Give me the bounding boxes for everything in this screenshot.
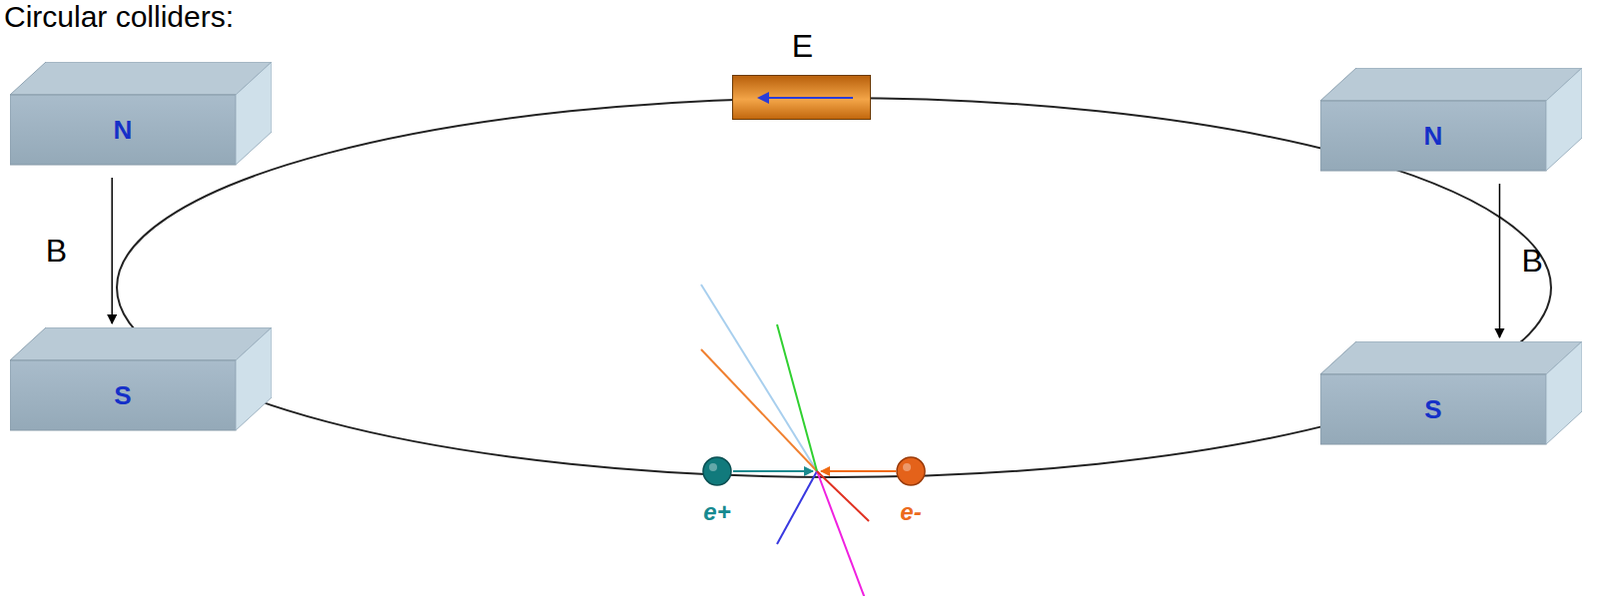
magnet-block: [9, 327, 272, 432]
magnet-side: [235, 61, 272, 165]
particle-caption: e+: [662, 500, 773, 525]
particle-dot: [702, 456, 733, 487]
magnet-face: S: [9, 360, 236, 432]
field-line: [110, 177, 113, 324]
beam-particle: e+: [702, 456, 733, 487]
positron-arrow: [733, 470, 813, 473]
particle-label: e-: [899, 500, 921, 525]
magnet-top: [9, 61, 272, 95]
magnet-face: N: [1320, 100, 1547, 172]
pole-label: S: [1424, 394, 1442, 426]
accelerating-cavity: E: [732, 74, 871, 120]
magnet-face: N: [9, 94, 236, 166]
field-label: B: [1521, 244, 1543, 277]
magnet-block: [1320, 67, 1583, 172]
field-label: B: [45, 234, 67, 267]
pole-label: S: [113, 380, 131, 412]
field-label: E: [792, 29, 813, 62]
pole-label: N: [113, 114, 133, 146]
particle-caption: e-: [855, 500, 966, 525]
magnet-pole: N: [9, 61, 272, 166]
electron-arrow: [820, 470, 896, 473]
particle-dot: [895, 456, 926, 487]
magnet-pole: S: [9, 327, 272, 432]
collision-tracks: [701, 284, 869, 596]
magnet-top: [9, 327, 272, 361]
beam-particle: e-: [895, 456, 926, 487]
magnet-top: [1320, 341, 1583, 375]
field-arrow: [733, 75, 872, 121]
slide-title: Circular colliders:: [3, 0, 234, 34]
field-line: [1499, 183, 1502, 338]
magnet-front: [1320, 374, 1547, 445]
magnet-front: [9, 360, 236, 431]
field-heading: E: [733, 29, 872, 62]
pole-label: N: [1424, 120, 1444, 152]
magnet-block: [9, 61, 272, 166]
magnet-pole: S: [1320, 341, 1583, 446]
particle-label: e+: [703, 500, 731, 525]
magnet-side: [1546, 67, 1583, 171]
magnet-side: [1546, 341, 1583, 445]
magnet-block: [1320, 341, 1583, 446]
magnet-pole: N: [1320, 67, 1583, 172]
magnet-face: S: [1320, 374, 1547, 446]
magnet-side: [235, 327, 272, 431]
magnet-front: [1320, 100, 1547, 171]
magnet-front: [9, 94, 236, 165]
ring: [116, 97, 1552, 478]
magnet-top: [1320, 67, 1583, 101]
